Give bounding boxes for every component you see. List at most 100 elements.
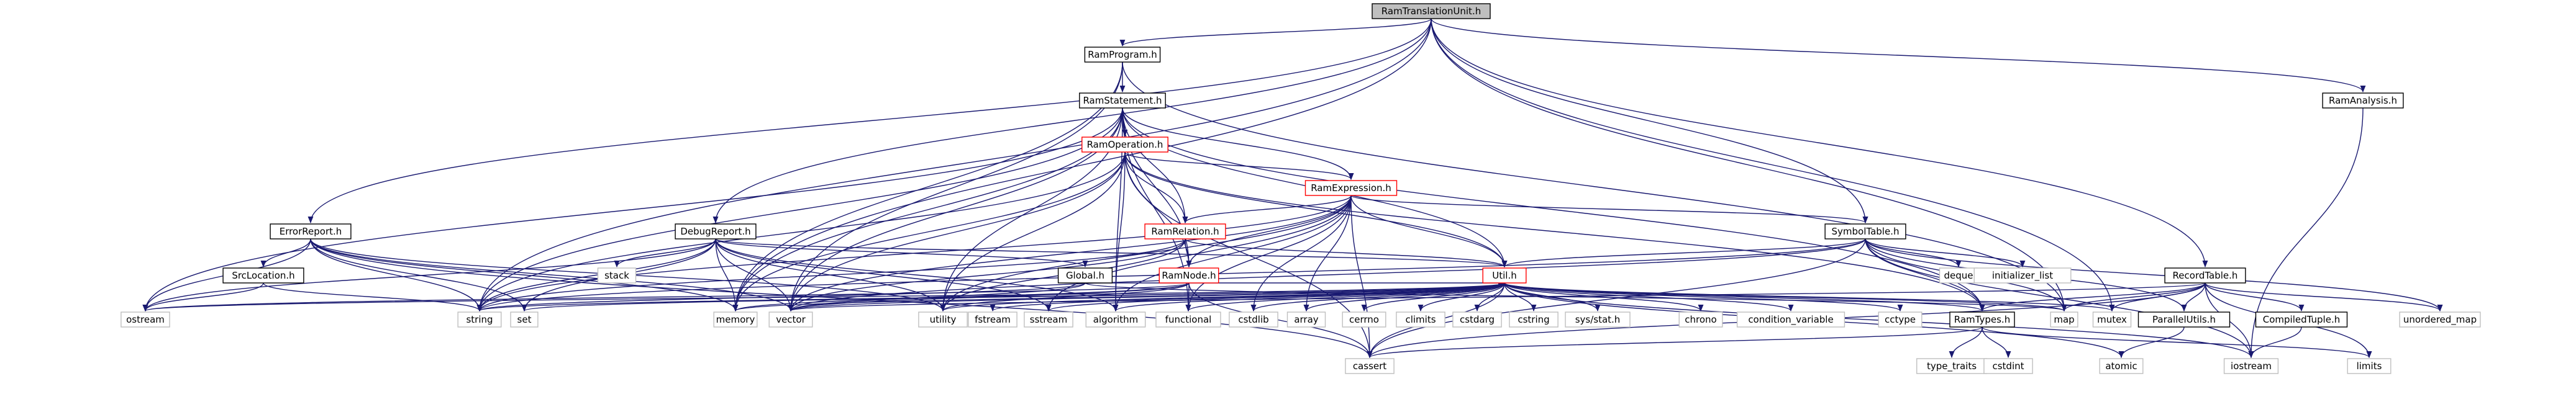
node-box [270, 223, 352, 240]
node-limits: limits [2347, 358, 2392, 374]
node-ramtranslationunit-h[interactable]: RamTranslationUnit.h [1372, 3, 1491, 19]
node-ramanalysis-h[interactable]: RamAnalysis.h [2322, 92, 2404, 109]
edge-ramoperation-h-to-vector [788, 151, 1126, 312]
node-label: SrcLocation.h [232, 270, 294, 281]
edge-debugreport-h-to-memory [715, 238, 739, 312]
edge-symboltable-h-to-initializer-list [1865, 238, 2026, 268]
node-box [1342, 311, 1386, 328]
node-ramnode-h[interactable]: RamNode.h [1158, 267, 1219, 284]
edge-symboltable-h-to-unordered-map [1865, 238, 2443, 312]
edge-errorreport-h-to-srclocation-h [260, 238, 311, 268]
node-box [2322, 92, 2404, 109]
node-deque: deque [1939, 267, 1978, 284]
node-sstream: sstream [1024, 311, 1073, 328]
edges-layer [142, 18, 2443, 359]
node-ramstatement-h[interactable]: RamStatement.h [1079, 92, 1166, 109]
edge-ramnode-h-to-ostream [143, 282, 1190, 312]
node-box [2164, 267, 2246, 284]
edge-ramtranslationunit-h-to-debugreport-h [712, 18, 1432, 224]
node-srclocation-h[interactable]: SrcLocation.h [222, 267, 304, 284]
node-ramexpression-h[interactable]: RamExpression.h [1304, 180, 1398, 196]
edge-util-h-to-ramtypes-h [1504, 282, 1985, 312]
edge-ramexpression-h-to-vector [788, 195, 1352, 312]
node-label: cstdarg [1460, 314, 1495, 325]
node-cctype: cctype [1878, 311, 1923, 328]
edge-errorreport-h-to-set [310, 238, 527, 312]
node-fstream: fstream [968, 311, 1017, 328]
edge-ramoperation-h-to-algorithm [1113, 151, 1126, 312]
node-vector: vector [768, 311, 813, 328]
node-box [1085, 311, 1146, 328]
node-debugreport-h[interactable]: DebugReport.h [675, 223, 757, 240]
edge-recordtable-h-to-mutex [2109, 282, 2206, 312]
edge-srclocation-h-to-ostream [142, 282, 264, 312]
node-label: condition_variable [1748, 314, 1833, 326]
node-box [1949, 311, 2015, 328]
node-iostream: iostream [2223, 358, 2279, 374]
edge-recordtable-h-to-parallelutils-h [2181, 282, 2206, 312]
edge-ramtranslationunit-h-to-ramanalysis-h [1431, 18, 2366, 93]
node-label: RamProgram.h [1088, 49, 1157, 60]
node-label: iostream [2231, 360, 2272, 372]
node-box [1396, 311, 1445, 328]
edge-debugreport-h-to-vector [715, 238, 794, 312]
node-box [968, 311, 1017, 328]
node-label: cerrno [1349, 314, 1379, 325]
edge-util-h-to-condition-variable [1504, 282, 1794, 312]
node-box [1155, 311, 1221, 328]
node-label: stack [604, 270, 629, 281]
edge-util-h-to-cerrno [1361, 282, 1505, 312]
node-label: sys/stat.h [1575, 314, 1621, 325]
node-label: cstdlib [1238, 314, 1268, 325]
node-errorreport-h[interactable]: ErrorReport.h [270, 223, 352, 240]
node-ramtypes-h[interactable]: RamTypes.h [1949, 311, 2015, 328]
node-condition-variable: condition_variable [1736, 311, 1846, 328]
node-util-h[interactable]: Util.h [1482, 267, 1527, 284]
edge-ramoperation-h-to-util-h [1124, 151, 1508, 268]
node-ramprogram-h[interactable]: RamProgram.h [1084, 47, 1161, 63]
edge-errorreport-h-to-memory [310, 238, 739, 312]
node-chrono: chrono [1678, 311, 1723, 328]
node-box [457, 311, 502, 328]
node-box [1482, 267, 1527, 284]
node-box [1878, 311, 1923, 328]
edge-debugreport-h-to-sstream [715, 238, 1052, 312]
node-label: fstream [975, 314, 1011, 325]
node-label: functional [1165, 314, 1212, 325]
node-ramoperation-h[interactable]: RamOperation.h [1081, 137, 1168, 153]
node-box [2399, 311, 2481, 328]
node-box [2223, 358, 2279, 374]
node-cstdlib: cstdlib [1229, 311, 1278, 328]
node-cerrno: cerrno [1342, 311, 1386, 328]
edge-symboltable-h-to-util-h [1501, 238, 1866, 268]
node-label: cstdint [1992, 360, 2024, 372]
edge-ramrelation-h-to-util-h [1185, 238, 1508, 268]
node-box [1916, 358, 1987, 374]
node-label: ErrorReport.h [280, 226, 342, 237]
node-label: utility [930, 314, 957, 325]
edge-util-h-to-cstdlib [1250, 282, 1505, 312]
node-functional: functional [1155, 311, 1221, 328]
node-symboltable-h[interactable]: SymbolTable.h [1824, 223, 1906, 240]
edge-ramoperation-h-to-ramtypes-h [1124, 151, 1985, 312]
node-ramrelation-h[interactable]: RamRelation.h [1144, 223, 1226, 240]
node-label: vector [776, 314, 806, 325]
edge-recordtable-h-to-map [2061, 282, 2206, 312]
edge-ramoperation-h-to-ramrelation-h [1124, 151, 1188, 224]
node-parallelutils-h[interactable]: ParallelUtils.h [2137, 311, 2231, 328]
node-label: cctype [1885, 314, 1916, 325]
edge-ramstatement-h-to-ostream [142, 107, 1123, 312]
node-label: sstream [1030, 314, 1067, 325]
node-global-h[interactable]: Global.h [1057, 267, 1113, 284]
node-label: ostream [126, 314, 165, 325]
edge-ramstatement-h-to-ramrelation-h [1122, 107, 1188, 224]
node-box [1983, 358, 2033, 374]
edge-recordtable-h-to-ramtypes-h [1979, 282, 2206, 312]
node-recordtable-h[interactable]: RecordTable.h [2164, 267, 2246, 284]
edge-ramtranslationunit-h-to-errorreport-h [307, 18, 1432, 224]
node-box [1158, 267, 1219, 284]
node-box [1084, 47, 1161, 63]
node-compiledtuple-h[interactable]: CompiledTuple.h [2255, 311, 2348, 328]
edge-util-h-to-string [477, 282, 1505, 312]
